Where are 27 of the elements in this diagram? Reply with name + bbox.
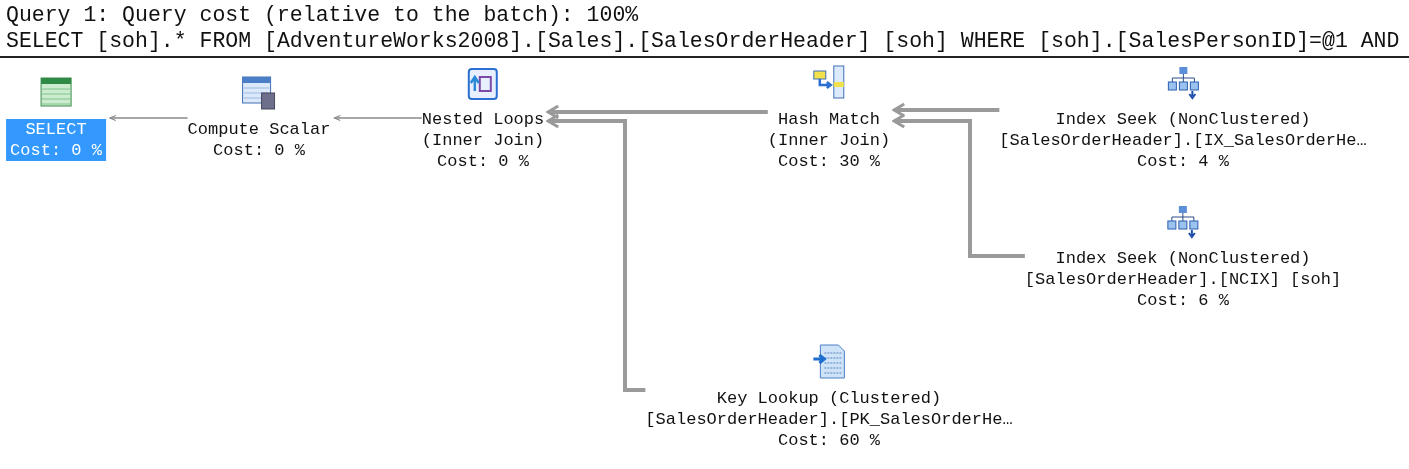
operator-label: Compute Scalar xyxy=(187,119,331,140)
operator-label: SELECT xyxy=(25,119,87,140)
thick-arrow xyxy=(892,113,1025,258)
sql-statement: SELECT [soh].* FROM [AdventureWorks2008].[Sales].[SalesOrderHeader] [soh] WHERE [soh].[SalesPersonID]=@1 AND xyxy=(6,28,1400,54)
cost-label: Cost: 0 % xyxy=(10,140,102,161)
operator-label: (Inner Join) xyxy=(767,130,891,151)
query-cost-title: Query 1: Query cost (relative to the batch): 100% xyxy=(6,2,639,28)
cost-label: Cost: 6 % xyxy=(1137,290,1229,311)
operator-label: [SalesOrderHeader].[NCIX] [soh] xyxy=(1024,269,1342,290)
operator-label: Key Lookup (Clustered) xyxy=(716,388,942,409)
operator-label: [SalesOrderHeader].[IX_SalesOrderHe… xyxy=(999,130,1367,151)
operator-label: Hash Match xyxy=(778,109,880,130)
operator-label: Index Seek (NonClustered) xyxy=(1055,248,1311,269)
operator-label: Index Seek (NonClustered) xyxy=(1055,109,1311,130)
cost-label: Cost: 30 % xyxy=(778,151,880,172)
arrow xyxy=(333,114,423,122)
cost-label: Cost: 4 % xyxy=(1137,151,1229,172)
operator-label: (Inner Join) xyxy=(421,130,545,151)
operator-label: [SalesOrderHeader].[PK_SalesOrderHe… xyxy=(645,409,1013,430)
cost-label: Cost: 0 % xyxy=(213,140,305,161)
cost-label: Cost: 60 % xyxy=(778,430,880,451)
thick-arrow xyxy=(546,104,768,120)
cost-label: Cost: 0 % xyxy=(437,151,529,172)
operator-label: Nested Loops xyxy=(421,109,545,130)
thick-arrow xyxy=(546,113,646,392)
arrow xyxy=(109,114,189,122)
thick-arrow xyxy=(892,102,1000,118)
